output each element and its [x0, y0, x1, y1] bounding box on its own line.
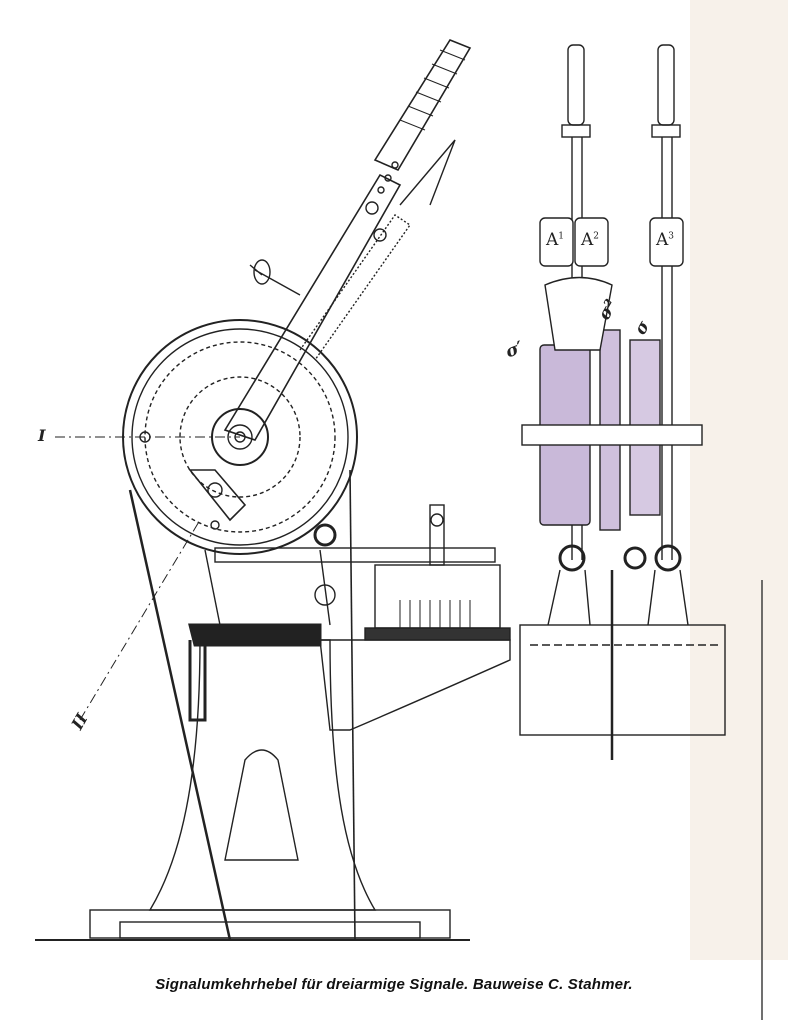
base-plate — [89, 909, 451, 939]
front-base — [519, 624, 726, 736]
shaft — [521, 424, 703, 446]
box-a3-letter: A — [656, 230, 669, 250]
hand-lever — [223, 39, 472, 441]
pedestal — [148, 639, 377, 911]
box-a3 — [649, 217, 684, 267]
box-a1-letter: A — [546, 230, 559, 250]
figure-caption: Signalumkehrhebel für dreiarmige Signale… — [155, 976, 633, 993]
handle-right — [657, 44, 675, 126]
box-a2-label: A2 — [581, 230, 599, 250]
housing-top — [188, 623, 322, 647]
box-a2 — [574, 217, 609, 267]
box-a3-label: A3 — [656, 230, 674, 250]
front-view — [519, 44, 726, 760]
box-a1-index: 1 — [558, 231, 565, 242]
pedestal-window — [224, 749, 299, 861]
gear-box — [374, 564, 501, 629]
box-a2-index: 2 — [593, 231, 600, 242]
section-label-1: I — [38, 426, 46, 445]
connecting-rod — [214, 547, 496, 563]
handle-left — [567, 44, 585, 126]
table-bracket — [319, 639, 511, 731]
box-a3-index: 3 — [668, 231, 675, 242]
side-view — [55, 39, 511, 941]
box-a1-label: A1 — [546, 230, 564, 250]
box-a1 — [539, 217, 574, 267]
box-a2-letter: A — [581, 230, 594, 250]
